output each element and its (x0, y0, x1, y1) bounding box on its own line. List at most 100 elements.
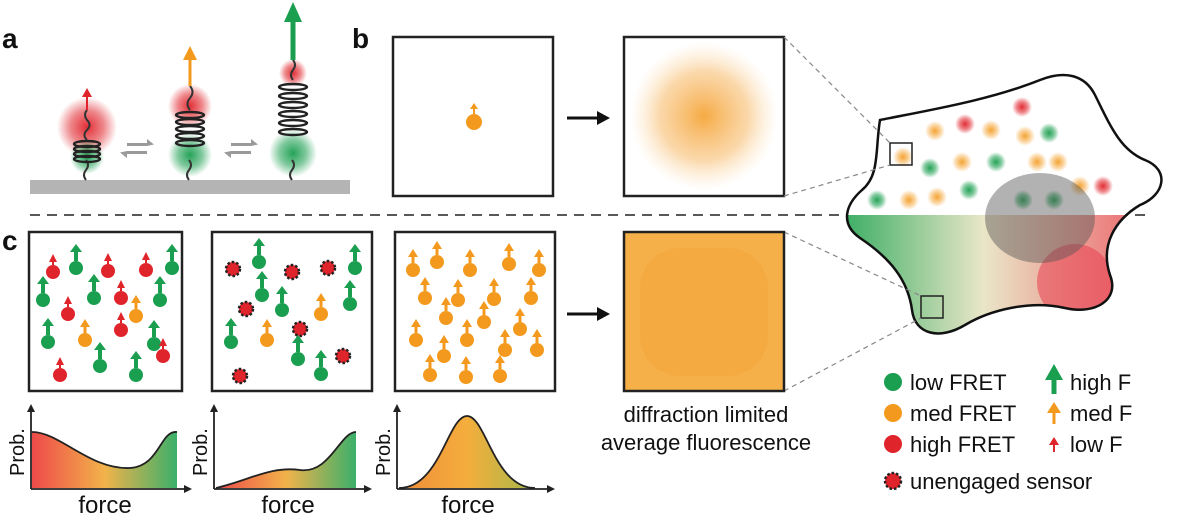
cell-sensor-10 (986, 152, 1006, 172)
plot-1-ylabel: Prob. (7, 428, 29, 476)
unengaged-sensor-3 (283, 263, 301, 281)
plot-narrow: Prob. force (373, 404, 555, 519)
nucleus (985, 173, 1095, 263)
sensor-7 (87, 274, 101, 305)
sensor-19 (459, 356, 473, 384)
cell-sensor-20 (1093, 176, 1113, 196)
legend-high-fret: high FRET (910, 432, 1015, 457)
sensor-2 (69, 244, 83, 275)
unengaged-sensor-7 (237, 300, 255, 318)
cell-sensor-18 (1044, 190, 1064, 210)
sensor-13 (78, 319, 92, 347)
sensor-11 (477, 301, 491, 329)
legend-low-fret: low FRET (910, 370, 1007, 395)
legend-low-f-arrow-icon (1049, 437, 1059, 452)
sensor-4 (139, 252, 153, 277)
sensor-5 (532, 249, 546, 277)
cell-sensor-7 (893, 147, 913, 167)
panel-a-sensor-states (30, 2, 350, 194)
sensor-17 (53, 357, 67, 382)
plot-1-xlabel: force (78, 492, 131, 519)
equilibrium-arrows (120, 139, 258, 158)
partial-engagement-sensors (224, 238, 362, 385)
sensor-12 (260, 319, 274, 347)
unengaged-sensor-4 (319, 259, 337, 277)
zoom-box-bottom (920, 295, 944, 319)
high-force-arrow (284, 2, 302, 22)
mixed-force-sensors (36, 244, 179, 382)
sensor-19 (156, 338, 170, 363)
arrow-to-blur (567, 111, 610, 125)
distribution-narrow (399, 416, 535, 488)
plot-broad: Prob. force (7, 404, 192, 519)
sensor-15 (291, 335, 305, 366)
sensor-15 (460, 319, 474, 347)
legend-med-f: med F (1070, 401, 1132, 426)
sensor-2 (252, 238, 266, 269)
cell-sensor-9 (952, 152, 972, 172)
sensor-18 (423, 354, 437, 382)
sensor-6 (36, 276, 50, 307)
sensor-10 (439, 297, 453, 325)
cell-illustration (845, 73, 1163, 335)
cell-sensor-19 (1070, 176, 1090, 196)
cell-sensor-12 (1048, 152, 1068, 172)
single-sensor (466, 103, 482, 130)
legend-med-fret-dot (884, 404, 902, 422)
sensor-20 (493, 355, 507, 383)
cell-sensor-13 (867, 190, 887, 210)
partial-engagement-frame (210, 230, 374, 393)
sensor-12 (513, 308, 527, 336)
sensor-10 (61, 296, 75, 321)
distribution-broad (32, 431, 177, 488)
sensor-14 (114, 312, 128, 337)
sensor-med-fret (168, 46, 212, 181)
unengaged-sensor-16 (231, 367, 249, 385)
legend-high-f-arrow-icon (1045, 364, 1063, 394)
caption-line-2: average fluorescence (601, 430, 811, 455)
cell-sensor-8 (920, 158, 940, 178)
sensor-8 (114, 280, 128, 305)
sensor-13 (409, 319, 423, 347)
legend-high-f: high F (1070, 370, 1131, 395)
sensor-18 (129, 351, 143, 382)
diffraction-blur-spot (630, 42, 778, 190)
sensor-high-fret (57, 88, 117, 181)
distribution-skewed (216, 432, 356, 488)
cell-sensor-17 (1013, 190, 1033, 210)
sensor-8 (487, 278, 501, 306)
sensor-16 (498, 329, 512, 357)
sensor-5 (165, 244, 179, 275)
panel-label-a: a (2, 23, 18, 54)
spring-medium (174, 110, 206, 148)
sensor-7 (451, 279, 465, 307)
cell-sensor-14 (899, 190, 919, 210)
cell-sensor-2 (955, 114, 975, 134)
cell-sensor-1 (1012, 97, 1032, 117)
arrow-to-average (567, 307, 610, 321)
zoom-lines (783, 36, 922, 392)
sensor-4 (502, 243, 516, 271)
sensor-6 (255, 271, 269, 302)
cell-sensor-5 (1015, 126, 1035, 146)
average-fluorescence-glow (640, 248, 768, 376)
legend-med-fret: med FRET (910, 401, 1016, 426)
sensor-14 (437, 335, 451, 363)
zoom-box-top (889, 142, 913, 166)
surface (30, 180, 350, 194)
uniform-force-sensors (406, 241, 546, 384)
med-force-arrow (183, 46, 197, 60)
legend: low FRET med FRET high FRET unengaged se… (883, 364, 1132, 494)
panel-label-b: b (352, 23, 369, 54)
plot-3-ylabel: Prob. (373, 428, 395, 476)
legend-high-fret-dot (884, 435, 902, 453)
sensor-5 (348, 244, 362, 275)
sensor-9 (314, 293, 328, 321)
sensor-9 (524, 277, 538, 305)
spring-compressed (72, 139, 102, 164)
uniform-force-frame (393, 230, 557, 393)
legend-low-f: low F (1070, 432, 1123, 457)
unengaged-sensor-13 (291, 320, 309, 338)
